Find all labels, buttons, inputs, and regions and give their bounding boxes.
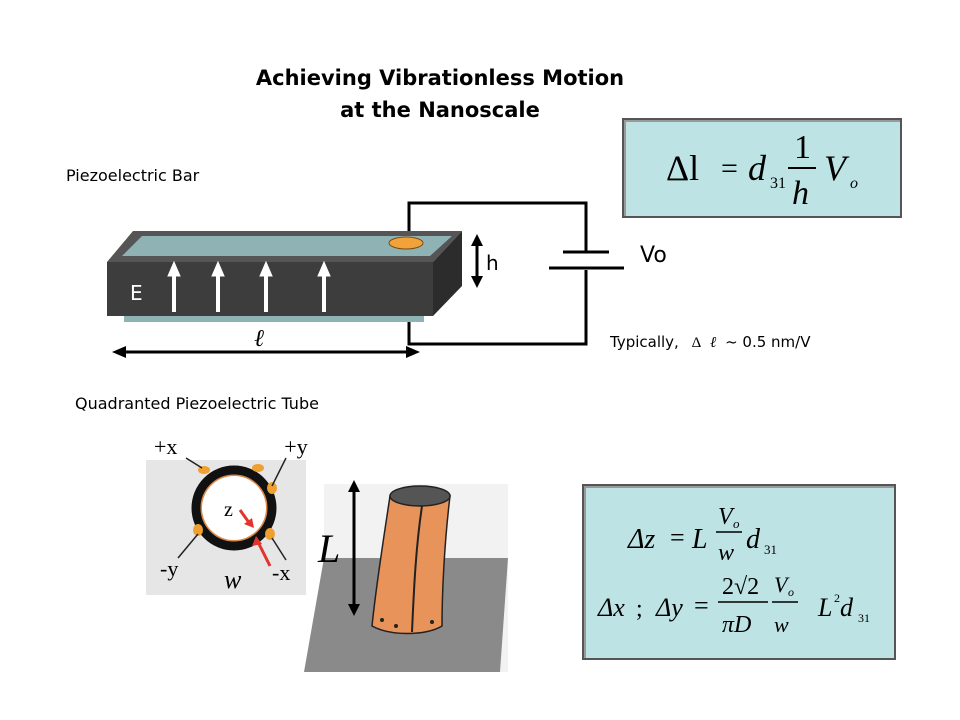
length-label: ℓ bbox=[254, 326, 264, 352]
tube-wall-ring bbox=[191, 465, 277, 551]
minus-y-label: -y bbox=[160, 556, 178, 581]
w-label: w bbox=[224, 565, 242, 594]
eq2-semicolon: ; bbox=[636, 596, 643, 622]
eq2-two-root-two: 2√2 bbox=[722, 574, 759, 600]
z-label: z bbox=[224, 499, 233, 521]
tube-3d: L bbox=[304, 480, 508, 672]
h-label: h bbox=[486, 251, 499, 275]
length-arrow-left bbox=[112, 346, 126, 358]
eq2-d2-sub: 31 bbox=[858, 611, 870, 625]
plus-y-label: +y bbox=[284, 434, 307, 459]
plus-x-label: +x bbox=[154, 434, 177, 459]
eq2-V: V bbox=[718, 504, 735, 530]
electrode-minus-y bbox=[193, 524, 203, 536]
eq1-denominator: h bbox=[792, 175, 809, 212]
w-pointer-head bbox=[252, 536, 262, 546]
field-arrow-3-head bbox=[259, 260, 273, 277]
h-arrow-bottom bbox=[471, 276, 483, 288]
title-line-2: at the Nanoscale bbox=[340, 98, 540, 122]
eq2-V2: V bbox=[774, 572, 790, 597]
eq2-dy: Δy bbox=[655, 593, 683, 622]
eq2-dx: Δx bbox=[597, 593, 625, 622]
tube-cross-section: +x +y -y -x z w bbox=[146, 434, 308, 595]
eq2-d2: d bbox=[840, 593, 854, 622]
eq1-equals: = bbox=[721, 152, 738, 185]
eq2-V2-sub: o bbox=[788, 585, 794, 599]
eq1-lhs: Δl bbox=[666, 148, 699, 188]
bar-bottom-electrode bbox=[124, 316, 424, 322]
lead-plus-x bbox=[185, 457, 203, 469]
equation-1-svg: Δl = d 31 1 h V o bbox=[666, 129, 858, 212]
title-line-1: Achieving Vibrationless Motion bbox=[255, 66, 625, 90]
electrode-seam bbox=[411, 505, 423, 633]
eq1-V: V bbox=[824, 148, 850, 188]
quadrant-electrodes bbox=[193, 464, 277, 540]
electrode-minus-x bbox=[265, 528, 275, 540]
eq1-numerator: 1 bbox=[794, 129, 811, 166]
eq2-d: d bbox=[746, 524, 761, 555]
slide-title: Achieving Vibrationless Motion at the Na… bbox=[160, 62, 720, 126]
tube-inner bbox=[202, 476, 266, 540]
tube-heading: Quadranted Piezoelectric Tube bbox=[75, 394, 319, 413]
L-arrow-bottom bbox=[348, 604, 360, 616]
eq1-d-sub: 31 bbox=[770, 175, 786, 192]
typical-ell: ℓ bbox=[710, 335, 717, 351]
eq2-equals-2: = bbox=[694, 591, 709, 620]
eq1-V-sub: o bbox=[850, 175, 858, 192]
eq2-L2: L bbox=[817, 593, 832, 622]
h-arrow-top bbox=[471, 234, 483, 246]
tube-top-opening bbox=[389, 485, 451, 507]
w-pointer-arrow bbox=[256, 541, 272, 567]
minus-x-label: -x bbox=[272, 560, 290, 585]
contact-dot-2 bbox=[394, 624, 398, 628]
vo-label: Vo bbox=[640, 243, 667, 268]
equation-box-2: Δz = L V o w d 31 Δx ; Δy = 2√2 πD V o w… bbox=[582, 484, 896, 660]
L-arrow-top bbox=[348, 480, 360, 492]
eq2-V-sub: o bbox=[733, 516, 740, 531]
lead-plus-y bbox=[271, 457, 287, 487]
field-arrow-1-head bbox=[167, 260, 181, 277]
equation-box-1: Δl = d 31 1 h V o bbox=[622, 118, 902, 218]
eq2-piD: πD bbox=[722, 612, 751, 638]
z-pointer-head bbox=[244, 518, 254, 528]
wire-contact bbox=[388, 236, 424, 250]
e-field-label: E bbox=[130, 281, 143, 305]
field-arrows bbox=[167, 260, 331, 312]
typical-note: Typically, Δ ℓ ~ 0.5 nm/V bbox=[610, 333, 810, 352]
typical-value: ~ 0.5 nm/V bbox=[725, 333, 811, 351]
electrode-plus-y-b bbox=[267, 482, 277, 494]
eq2-d-sub: 31 bbox=[764, 542, 777, 557]
eq1-d: d bbox=[748, 148, 767, 188]
eq2-w: w bbox=[718, 540, 734, 566]
contact-dot-3 bbox=[430, 620, 434, 624]
bar-heading: Piezoelectric Bar bbox=[66, 166, 200, 185]
lead-wires bbox=[177, 457, 287, 561]
field-arrow-4-head bbox=[317, 260, 331, 277]
eq2-equals: = bbox=[670, 523, 685, 552]
electrode-plus-y-a bbox=[252, 464, 264, 472]
lead-minus-y bbox=[177, 533, 199, 559]
tube-body bbox=[371, 495, 451, 635]
lead-minus-x bbox=[271, 537, 287, 561]
typical-delta: Δ bbox=[691, 335, 702, 351]
eq2-L2-sup: 2 bbox=[834, 591, 840, 605]
equation-2-svg: Δz = L V o w d 31 Δx ; Δy = 2√2 πD V o w… bbox=[597, 504, 870, 638]
bar-side-face bbox=[433, 231, 462, 316]
eq2-dz: Δz bbox=[627, 524, 655, 555]
contact-dot-1 bbox=[380, 618, 384, 622]
L-label: L bbox=[317, 526, 340, 571]
circuit-wire-bottom bbox=[407, 270, 588, 346]
field-arrow-2-head bbox=[211, 260, 225, 277]
typical-prefix: Typically, bbox=[610, 333, 679, 351]
length-arrow-right bbox=[406, 346, 420, 358]
eq2-L: L bbox=[691, 524, 708, 555]
eq2-w2: w bbox=[774, 612, 789, 637]
bar-top-electrode bbox=[122, 236, 452, 256]
